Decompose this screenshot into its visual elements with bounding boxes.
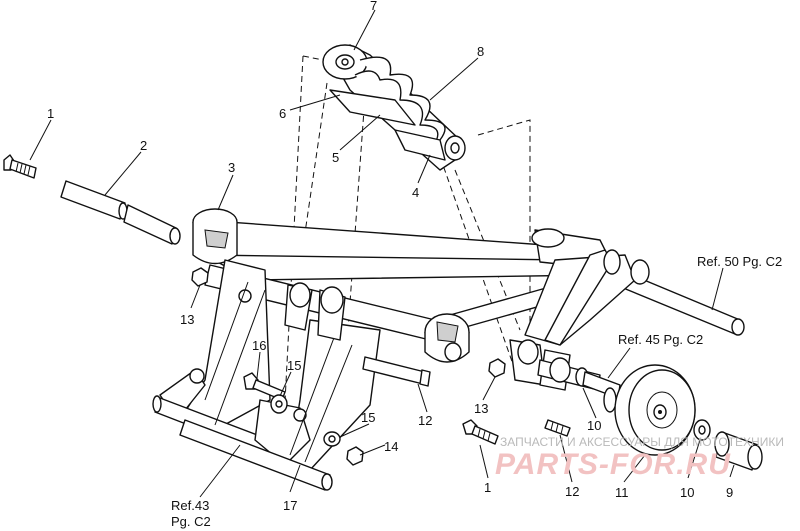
left-side-plates <box>152 259 381 491</box>
ref-43-note-line2: Pg. C2 <box>171 514 211 529</box>
callout-10-right: 10 <box>680 485 694 500</box>
callout-4: 4 <box>412 185 419 200</box>
watermark-logo: PARTS-FOR.RU <box>495 448 731 481</box>
ref-50-note: Ref. 50 Pg. C2 <box>697 254 782 269</box>
callout-11: 11 <box>615 485 629 500</box>
watermark-caption: ЗАПЧАСТИ И АКСЕССУАРЫ ДЛЯ МОТОТЕХНИКИ <box>500 435 784 449</box>
washer-and-spacer <box>693 419 763 471</box>
callout-10-left: 10 <box>587 418 601 433</box>
callout-1-bottom: 1 <box>484 480 491 495</box>
callout-17: 17 <box>283 498 297 513</box>
reference-notes: Ref. 50 Pg. C2 Ref. 45 Pg. C2 Ref.43 Pg.… <box>171 254 782 529</box>
callout-5: 5 <box>332 150 339 165</box>
shock-absorber <box>322 44 466 171</box>
bolts-bottom <box>462 419 571 445</box>
callout-7: 7 <box>370 0 377 13</box>
shock-mount-brackets <box>284 282 571 391</box>
callout-12-bottom: 12 <box>565 484 579 499</box>
ref-43-note-line1: Ref.43 <box>171 498 209 513</box>
washers-15 <box>270 394 341 447</box>
rear-arm <box>524 228 650 346</box>
callout-12-center: 12 <box>418 413 432 428</box>
callout-15-lower: 15 <box>361 410 375 425</box>
callout-9: 9 <box>726 485 733 500</box>
callout-15-upper: 15 <box>287 358 301 373</box>
callout-13-right: 13 <box>474 401 488 416</box>
callout-13-left: 13 <box>180 312 194 327</box>
callouts: 1 2 3 7 8 6 5 4 13 16 15 15 14 12 13 1 1… <box>47 0 733 513</box>
leader-lines <box>29 9 735 498</box>
bolt-left <box>3 154 37 179</box>
callout-3: 3 <box>228 160 235 175</box>
callout-2: 2 <box>140 138 147 153</box>
callout-14: 14 <box>384 439 398 454</box>
pivot-shaft <box>60 180 181 245</box>
ref-45-note: Ref. 45 Pg. C2 <box>618 332 703 347</box>
watermark: ЗАПЧАСТИ И АКСЕССУАРЫ ДЛЯ МОТОТЕХНИКИ PA… <box>495 435 784 481</box>
nuts <box>191 267 506 466</box>
idler-wheel <box>614 364 696 456</box>
callout-1-bolt: 1 <box>47 106 54 121</box>
callout-16: 16 <box>252 338 266 353</box>
callout-6: 6 <box>279 106 286 121</box>
callout-8: 8 <box>477 44 484 59</box>
